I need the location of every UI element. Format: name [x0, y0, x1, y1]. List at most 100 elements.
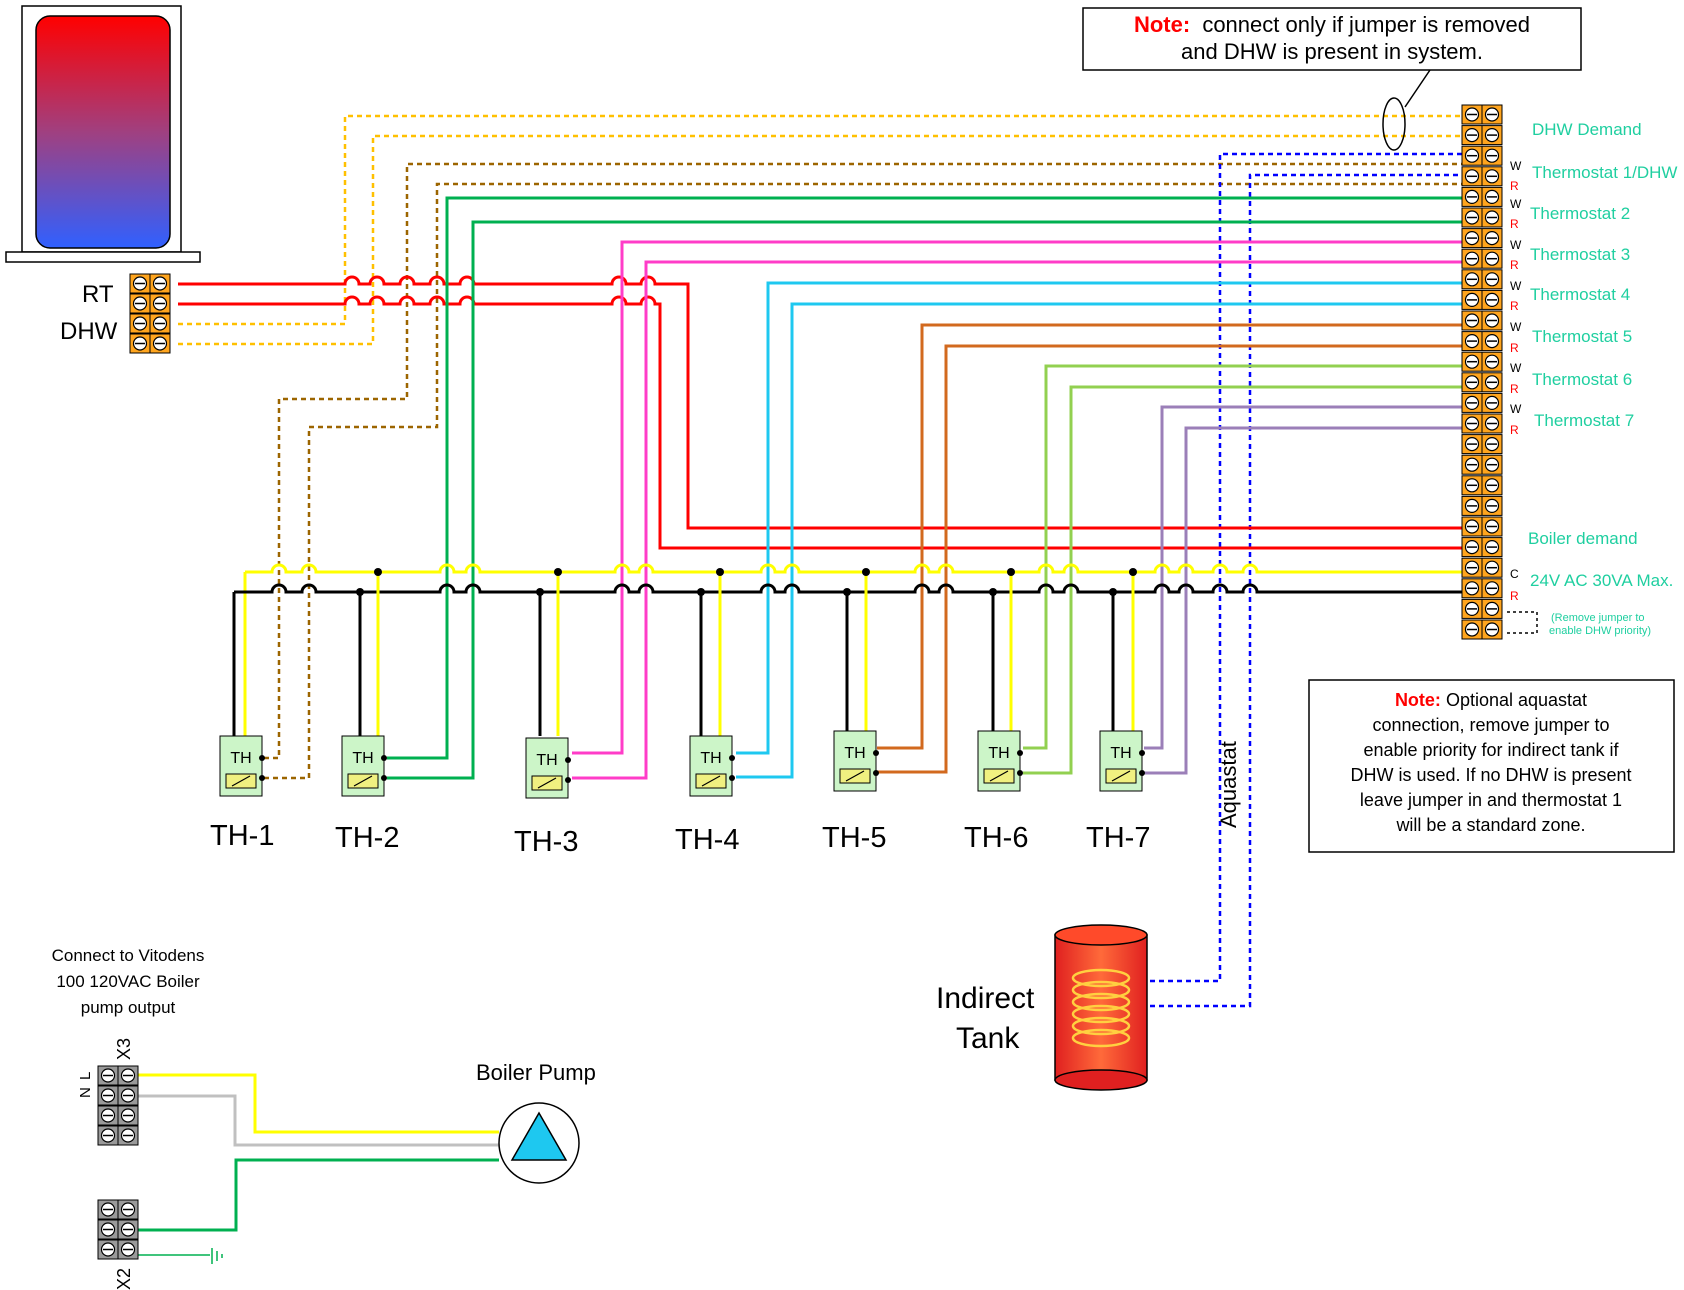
right-terminal: [1461, 269, 1503, 290]
terminal-r-label: R: [1510, 423, 1519, 437]
top-note-lead: Note:: [1134, 12, 1190, 37]
x2-terminal: [97, 1239, 139, 1260]
right-terminal: [1461, 578, 1503, 599]
transformer-c-bus: [245, 563, 1462, 574]
x2-terminal: [97, 1199, 139, 1220]
right-terminal: [1461, 372, 1503, 393]
x3-terminal: [97, 1065, 139, 1086]
thermostat-th3: TH: [525, 737, 571, 799]
right-terminal: [1461, 310, 1503, 331]
top-note: Note: connect only if jumper is removed …: [1082, 7, 1582, 151]
terminal-w-label: W: [1510, 402, 1522, 416]
right-terminal: [1461, 516, 1503, 537]
thermostat-3-label: Thermostat 3: [1530, 245, 1630, 264]
jumper-note-line-1: (Remove jumper to: [1551, 612, 1645, 624]
right-terminal: [1461, 166, 1503, 187]
right-terminal: [1461, 289, 1503, 310]
thermostat-7-label: Thermostat 7: [1534, 411, 1634, 430]
th-4-name: TH-4: [675, 824, 739, 856]
transformer-r-bus: [232, 583, 1462, 758]
terminal-r-label: R: [1510, 589, 1519, 603]
x3-label: X3: [114, 1038, 134, 1060]
junction-dot: [716, 568, 724, 576]
th-2-name: TH-2: [335, 822, 399, 854]
zone7-wire-1: [1144, 405, 1462, 750]
thermostat-th4: TH: [689, 735, 735, 797]
right-terminal: [1461, 454, 1503, 475]
thermostat-body-label: TH: [536, 752, 557, 769]
tank-label-line-2: Tank: [956, 1022, 1020, 1055]
thermostat-6-label: Thermostat 6: [1532, 370, 1632, 389]
thermostat-th6: TH: [977, 730, 1023, 792]
right-terminal: [1461, 228, 1503, 249]
right-terminal: [1461, 186, 1503, 207]
terminal-r-label: R: [1510, 217, 1519, 231]
terminal-layer: [97, 104, 1503, 1260]
svg-text:Note: connect only if ju: Note: connect only if jumper is removed: [1134, 12, 1530, 37]
right-terminal: [1461, 475, 1503, 496]
right-terminal: [1461, 125, 1503, 146]
junction-dots: [356, 568, 1137, 596]
thermostat-th1: TH: [219, 735, 265, 797]
junction-dot: [697, 588, 705, 596]
boiler-appliance: [5, 5, 201, 263]
x3-terminal: [97, 1085, 139, 1106]
thermostat-1-label: Thermostat 1/DHW: [1532, 163, 1677, 182]
aquastat-note-l5: leave jumper in and thermostat 1: [1360, 790, 1622, 810]
right-terminal: [1461, 413, 1503, 434]
boiler-terminal: [129, 313, 171, 334]
top-note-line-2: and DHW is present in system.: [1181, 39, 1483, 64]
right-terminal: [1461, 392, 1503, 413]
top-note-line-1: connect only if jumper is removed: [1202, 12, 1530, 37]
dhw-wire-2: [178, 134, 1462, 346]
right-terminal: [1461, 104, 1503, 125]
n-label: N: [77, 1087, 94, 1098]
zone7-wire-2: [1144, 426, 1462, 775]
wire-layer: [138, 114, 1462, 1256]
th-7-name: TH-7: [1086, 822, 1150, 854]
zone3-wire-1: [572, 240, 1462, 755]
junction-dot: [554, 568, 562, 576]
terminal-w-label: W: [1510, 238, 1522, 252]
tank-sensor-wire-1: [264, 162, 1462, 760]
aquastat-note-l1: Optional aquastat: [1446, 690, 1587, 710]
ground-symbol: [211, 1248, 223, 1264]
right-terminal: [1461, 619, 1503, 640]
terminal-w-label: W: [1510, 361, 1522, 375]
x3-terminal: [97, 1125, 139, 1146]
aquastat-wire-1: [1150, 152, 1462, 983]
jumper-note-line-2: enable DHW priority): [1549, 625, 1651, 637]
x2-label: X2: [114, 1268, 134, 1290]
thermostat-body-label: TH: [988, 745, 1009, 762]
dhw-demand-label: DHW Demand: [1532, 120, 1642, 139]
th1-yellow: [243, 572, 260, 760]
terminal-r-label: R: [1510, 341, 1519, 355]
thermostat-5-label: Thermostat 5: [1532, 327, 1632, 346]
terminal-r-label: R: [1510, 179, 1519, 193]
boiler-pump: [498, 1102, 580, 1184]
svg-text:Note:Optional aquastat: Note:Optional aquastat: [1395, 690, 1587, 710]
right-terminal: [1461, 434, 1503, 455]
terminal-w-label: W: [1510, 159, 1522, 173]
zone5-wire-2: [877, 344, 1462, 774]
thermostat-body-label: TH: [700, 750, 721, 767]
right-terminal: [1461, 351, 1503, 372]
indirect-tank: [1054, 924, 1148, 1091]
l-label: L: [77, 1072, 94, 1080]
thermostat-2-label: Thermostat 2: [1530, 204, 1630, 223]
thermostat-body-label: TH: [844, 745, 865, 762]
th-1-name: TH-1: [210, 820, 274, 852]
aquastat-note-l6: will be a standard zone.: [1395, 815, 1585, 835]
zone4-wire-1: [736, 281, 1462, 755]
pump-line-wire: [138, 1073, 499, 1134]
right-terminal: [1461, 331, 1503, 352]
terminal-w-label: W: [1510, 279, 1522, 293]
terminal-c-label: C: [1510, 567, 1519, 581]
terminal-w-label: W: [1510, 320, 1522, 334]
right-terminal: [1461, 598, 1503, 619]
tank-label-line-1: Indirect: [936, 982, 1035, 1015]
dhw-wire-1: [178, 114, 1462, 326]
junction-dot: [843, 588, 851, 596]
jumper-bracket: [1507, 611, 1538, 634]
pump-connect-line-2: 100 120VAC Boiler: [56, 972, 200, 991]
